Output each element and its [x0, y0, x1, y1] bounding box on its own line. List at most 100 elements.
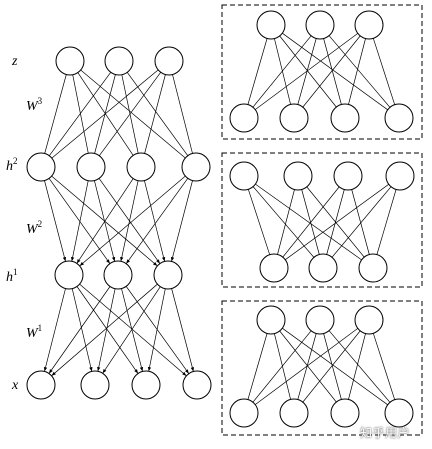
label-h2: h2: [6, 156, 18, 174]
edge-w1: [147, 288, 166, 372]
edge-w3: [51, 69, 159, 159]
node-z: [154, 46, 184, 76]
panel-2-edge: [326, 189, 345, 255]
panel-2-node-top: [333, 161, 363, 191]
panel-2-edge: [247, 189, 271, 255]
edge-w2: [125, 178, 189, 264]
panel-2-node-top: [283, 161, 313, 191]
panel-edges: [247, 32, 397, 406]
panel-middle: [221, 152, 423, 288]
panel-3-edge: [252, 330, 312, 403]
panel-1-edge: [252, 35, 312, 108]
panel-2-node-top: [229, 161, 259, 191]
edge-w1: [76, 286, 139, 374]
node-h1: [54, 260, 84, 290]
panel-2-edge: [285, 184, 389, 260]
panel-2-edge: [376, 189, 397, 255]
layer-labels: z W3 h2 W2 h1 W1 x: [6, 54, 43, 393]
panel-3-edge: [282, 327, 388, 406]
node-h2: [181, 152, 211, 182]
panel-3-edge: [328, 330, 391, 403]
panel-1-edge: [372, 38, 396, 105]
edge-w1: [102, 286, 161, 374]
edge-w3: [126, 72, 189, 156]
node-h1: [103, 260, 133, 290]
node-h2: [126, 152, 156, 182]
label-h1: h1: [6, 267, 18, 285]
edge-w1: [51, 283, 158, 377]
panel-nodes: [229, 10, 415, 428]
panel-1-edge: [274, 38, 291, 105]
edge-w2: [120, 180, 139, 262]
edge-w1: [79, 283, 187, 377]
panel-2-edge: [255, 183, 362, 261]
edge-w1: [71, 288, 93, 372]
edge-w2: [144, 180, 166, 262]
panel-2-edge: [282, 186, 340, 258]
panel-1-node-bottom: [330, 103, 360, 133]
panel-2-node-top: [385, 161, 415, 191]
node-z: [104, 46, 134, 76]
left-network-edges: [43, 69, 194, 377]
edge-w3: [44, 74, 67, 154]
panel-3-node-top: [256, 305, 286, 335]
edge-w2: [170, 180, 193, 262]
edge-w2: [76, 178, 134, 264]
panel-1-edge: [302, 35, 361, 108]
edge-w2: [79, 175, 186, 267]
panel-1-node-top: [305, 10, 335, 40]
panel-bottom: [221, 300, 423, 436]
panel-3-node-bottom: [279, 398, 309, 428]
edge-w2: [70, 180, 89, 262]
panel-2-node-bottom: [259, 253, 289, 283]
panel-2-edge: [252, 186, 315, 258]
label-w1: W1: [26, 323, 42, 341]
panel-1-node-bottom: [279, 103, 309, 133]
label-w2: W2: [26, 219, 42, 237]
panel-top: [221, 4, 423, 140]
panel-3-edge: [254, 328, 359, 405]
edge-w2: [94, 180, 116, 262]
panel-3-edge: [274, 333, 291, 400]
left-network-nodes: [26, 46, 212, 400]
node-h2: [26, 152, 56, 182]
edge-w3: [172, 74, 193, 154]
panel-2-edge: [331, 186, 392, 258]
panel-3-edge: [247, 333, 268, 400]
node-h2: [76, 152, 106, 182]
panel-2-edge: [351, 189, 370, 255]
edge-w3: [80, 69, 186, 159]
label-z: z: [11, 54, 18, 69]
node-x: [26, 370, 56, 400]
panel-3-node-top: [354, 305, 384, 335]
edge-w1: [121, 288, 144, 372]
node-x: [80, 370, 110, 400]
edge-w1: [48, 286, 111, 374]
node-x: [182, 370, 212, 400]
edge-w3: [72, 74, 89, 154]
panel-1-edge: [348, 38, 366, 105]
panel-1-edge: [247, 38, 268, 105]
edge-w3: [49, 72, 111, 156]
panel-3-edge: [323, 333, 342, 400]
label-w3: W3: [26, 96, 43, 114]
edge-w1: [43, 288, 66, 372]
panel-3-edge: [302, 330, 361, 403]
edge-w1: [97, 288, 116, 372]
panel-1-node-bottom: [384, 103, 414, 133]
panel-3-node-bottom: [384, 398, 414, 428]
edge-w1: [125, 286, 190, 374]
edge-w2: [44, 180, 67, 262]
panel-1-edge: [279, 35, 337, 108]
node-z: [55, 46, 85, 76]
edge-w2: [48, 178, 111, 264]
panel-1-node-top: [256, 10, 286, 40]
panel-3-edge: [279, 330, 337, 403]
panel-3-node-bottom: [229, 398, 259, 428]
label-x: x: [11, 378, 19, 393]
panel-2-node-bottom: [308, 253, 338, 283]
panel-1-node-bottom: [229, 103, 259, 133]
panel-3-node-bottom: [330, 398, 360, 428]
panel-2-edge: [301, 189, 320, 255]
